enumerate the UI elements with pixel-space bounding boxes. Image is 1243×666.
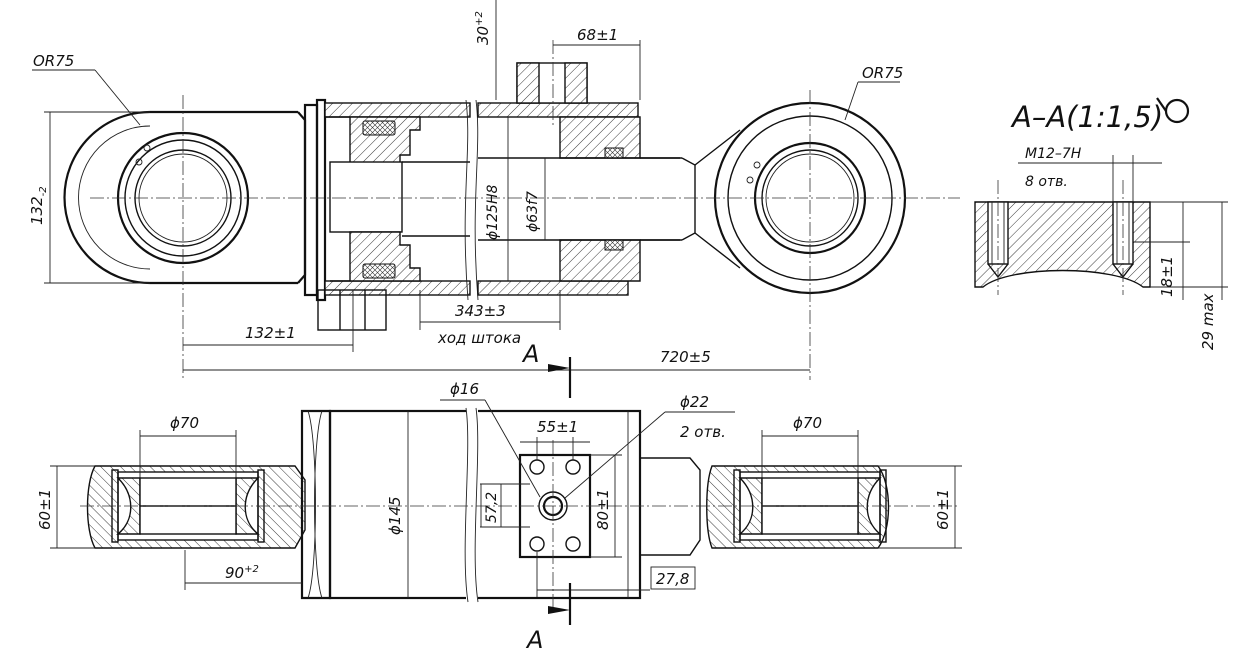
dim-90-label: 90+2 <box>225 564 259 582</box>
dim-27-8-label: 27,8 <box>656 570 689 588</box>
thread-label: M12–7H <box>1025 146 1082 162</box>
bottom-view: ϕ70 ϕ70 60±1 60±1 90+2 ϕ145 ϕ16 55±1 <box>36 380 962 654</box>
dim-60-left-label: 60±1 <box>36 489 54 530</box>
dim-22-label: ϕ22 <box>680 393 709 411</box>
dim-720-label: 720±5 <box>660 348 711 366</box>
cylinder-body <box>300 407 642 603</box>
left-eye-section <box>86 465 306 549</box>
dim-145-label: ϕ145 <box>386 496 404 535</box>
dim-70-right-label: ϕ70 <box>793 414 822 432</box>
dim-80-label: 80±1 <box>594 489 612 530</box>
dim-29-label: 29 max <box>1199 293 1217 350</box>
dim-70-left-label: ϕ70 <box>170 414 199 432</box>
dim-60-right-label: 60±1 <box>934 489 952 530</box>
dim-57-2-label: 57,2 <box>484 492 500 523</box>
or75-left-label: OR75 <box>33 52 74 70</box>
dim-63-label: ϕ63f7 <box>525 191 541 232</box>
dim-132-1-label: 132±1 <box>245 324 296 342</box>
dim-16-label: ϕ16 <box>450 380 479 398</box>
stroke-label: ход штока <box>437 329 521 347</box>
dim-18-label: 18±1 <box>1158 256 1176 297</box>
dim-132-label: 132-2 <box>28 186 49 225</box>
holes-2-label: 2 отв. <box>680 423 726 441</box>
dim-343-label: 343±3 <box>455 302 506 320</box>
section-title: A–A(1:1,5) <box>1010 100 1163 134</box>
dim-125-label: ϕ125H8 <box>485 185 501 240</box>
dim-30-label: 30+2 <box>474 11 492 45</box>
dim-55-label: 55±1 <box>537 418 578 436</box>
section-a-bottom-label: A <box>525 626 543 654</box>
piston-rod <box>640 129 741 269</box>
cylinder-section-left <box>317 102 471 331</box>
holes-8-label: 8 отв. <box>1025 174 1068 190</box>
left-eye-end <box>63 110 307 285</box>
dim-68-label: 68±1 <box>577 26 618 44</box>
or75-right-label: OR75 <box>862 64 903 82</box>
section-a-a: A–A(1:1,5) M12–7H 8 отв. 18±1 29 max <box>974 97 1228 350</box>
cylinder-section-right <box>477 62 680 296</box>
top-view: 132-2 OR75 OR75 30+2 68±1 ϕ125H8 ϕ63f7 3… <box>28 0 960 398</box>
right-eye-end <box>713 101 907 295</box>
right-eye-section <box>640 457 890 556</box>
section-a-top-label: A <box>521 340 539 368</box>
